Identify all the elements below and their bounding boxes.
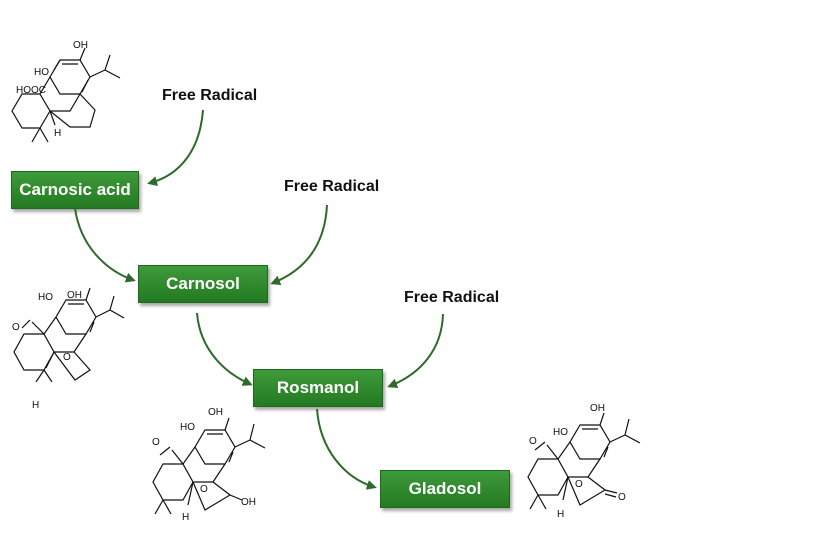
carnosic-acid-structure: OH HO HOOC H [11,40,121,143]
arrow-rosmanol-to-gladosol [316,408,377,490]
carnosol-structure: OH HO O O H [12,287,125,411]
node-carnosol: Carnosol [138,265,268,303]
arrow-carnosol-to-rosmanol [196,312,253,386]
svg-text:HOOC: HOOC [16,85,46,96]
arrow-radical2-to-carnosol [270,204,328,285]
node-carnosic-acid: Carnosic acid [11,171,139,209]
free-radical-label-1: Free Radical [162,87,258,104]
svg-text:OH: OH [73,40,88,51]
arrow-radical3-to-rosmanol [387,313,444,389]
svg-text:H: H [54,128,61,139]
svg-text:O: O [529,436,537,447]
svg-text:H: H [557,509,564,520]
arrow-radical1-to-carnosic [147,109,204,187]
svg-text:OH: OH [590,403,605,414]
svg-text:OH: OH [208,407,223,418]
svg-text:HO: HO [553,427,568,438]
node-label: Gladosol [408,479,482,498]
svg-text:O: O [12,322,20,333]
svg-text:O: O [200,484,208,495]
free-radical-label-3: Free Radical [404,289,500,306]
svg-text:HO: HO [180,422,195,433]
arrow-carnosic-to-carnosol [74,207,136,283]
svg-text:O: O [63,352,71,363]
node-gladosol: Gladosol [380,470,510,508]
node-rosmanol: Rosmanol [253,369,383,407]
svg-text:H: H [32,400,39,411]
svg-text:HO: HO [34,67,49,78]
node-label: Carnosol [166,274,240,293]
node-label: Carnosic acid [19,180,131,199]
free-radical-label-2: Free Radical [284,178,380,195]
svg-text:OH: OH [241,497,256,508]
svg-text:HO: HO [38,292,53,303]
svg-text:OH: OH [67,290,82,301]
svg-text:O: O [152,437,160,448]
rosmanol-structure: OH HO O O OH H [152,407,266,523]
svg-text:H: H [182,512,189,523]
svg-text:O: O [575,479,583,490]
gladosol-structure: OH HO O O O H [527,403,641,520]
svg-text:O: O [618,492,626,503]
node-label: Rosmanol [276,378,360,397]
